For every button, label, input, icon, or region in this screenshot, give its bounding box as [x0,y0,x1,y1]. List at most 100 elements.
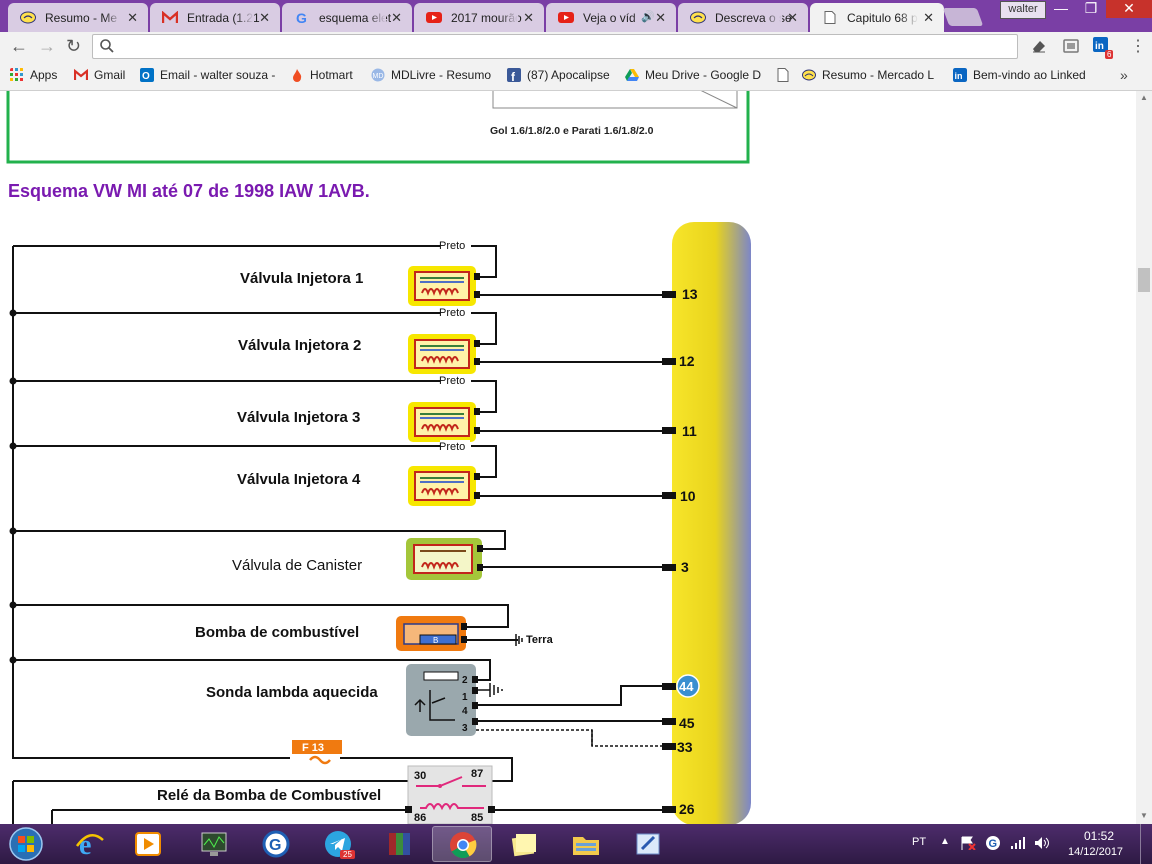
tab-0[interactable]: Resumo - Me ✕ [8,3,148,32]
close-icon[interactable]: ✕ [127,10,138,25]
profile-button[interactable]: walter [1000,1,1046,19]
bookmark-mercadolivre[interactable]: Resumo - Mercado L [802,68,934,82]
scrollbar-thumb[interactable] [1138,268,1150,292]
gmail-icon [162,11,178,23]
eraser-icon[interactable] [1030,37,1048,55]
more-bookmarks-icon[interactable]: » [1120,67,1128,83]
tray-expand-icon[interactable]: ▲ [940,836,950,847]
injector-4: Preto Válvula Injetora 4 10 [237,440,696,507]
page-content: Gol 1.6/1.8/2.0 e Parati 1.6/1.8/2.0 Esq… [0,91,1136,824]
pin-13-label: 13 [682,286,698,302]
chrome-icon [450,832,477,859]
apps-grid-icon [10,68,23,81]
injector-4-label: Válvula Injetora 4 [237,471,361,488]
network-signal-icon[interactable] [1010,836,1026,850]
back-icon[interactable]: ← [10,36,28,56]
svg-text:e: e [79,830,91,858]
taskbar-app-g[interactable]: G [246,826,306,862]
taskbar-ie[interactable]: e [60,826,120,862]
relay-terminal-87: 87 [471,768,483,780]
taskbar-monitor[interactable] [184,826,244,862]
tab-5[interactable]: Descreva o se ✕ [678,3,808,32]
bookmark-gmail[interactable]: Gmail [74,68,125,82]
svg-text:G: G [296,11,307,24]
address-bar[interactable] [92,34,1018,59]
action-center-flag-icon[interactable] [960,836,976,850]
taskbar-media-player[interactable] [118,826,178,862]
mercadolivre-icon [20,11,36,24]
bookmark-facebook[interactable]: f(87) Apocalipse [507,68,610,82]
tab-4[interactable]: Veja o víd 🔊 ✕ [546,3,676,32]
search-icon [100,39,114,53]
svg-text:f: f [511,70,516,82]
fuel-pump-label: Bomba de combustível [195,624,359,641]
scrollbar[interactable] [1136,91,1152,824]
clock-date[interactable]: 14/12/2017 [1068,846,1124,858]
document-editor-icon [636,833,660,855]
reload-icon[interactable]: ↻ [66,36,82,56]
performance-monitor-icon [201,832,227,856]
gmail-icon [74,68,88,80]
speaker-icon[interactable]: 🔊 [641,11,655,23]
taskbar-chrome[interactable] [432,826,492,862]
close-icon[interactable]: ✕ [787,10,798,25]
injector-3-ground-label: Preto [439,375,465,387]
injector-3: Preto Válvula Injetora 3 11 [237,374,697,443]
close-icon[interactable]: ✕ [259,10,270,25]
forward-icon[interactable]: → [38,36,56,56]
mercadolivre-icon [690,11,706,24]
bookmark-apps[interactable]: Apps [10,68,57,82]
injector-3-label: Válvula Injetora 3 [237,409,360,426]
close-icon[interactable]: ✕ [923,10,934,25]
bookmark-drive[interactable]: Meu Drive - Google D [625,68,761,82]
tab-6-active[interactable]: Capitulo 68 p ✕ [810,3,944,32]
clock-time[interactable]: 01:52 [1084,829,1115,843]
fuse-label: F 13 [302,742,324,754]
tab-2[interactable]: G esquema elet ✕ [282,3,412,32]
taskbar-winrar[interactable] [370,826,430,862]
fuel-pump-relay: 30 87 86 85 26 Relé da Bomba de Combustí… [157,765,695,824]
linkedin-extension-icon[interactable]: in [1093,37,1111,55]
scroll-down-icon[interactable]: ▼ [1140,811,1148,820]
start-button-icon[interactable] [6,826,46,862]
lambda-terminal-3: 3 [462,723,468,734]
close-icon[interactable]: ✕ [523,10,534,25]
internet-explorer-icon: e [75,830,104,858]
folder-icon [573,837,599,855]
drive-icon [625,69,639,81]
taskbar-explorer[interactable] [556,826,616,862]
tab-1[interactable]: Entrada (1.21 ✕ [150,3,280,32]
fuel-pump: B Terra Bomba de combustível [195,616,554,651]
close-icon[interactable]: ✕ [391,10,402,25]
lambda-terminal-1: 1 [462,692,468,703]
taskbar-telegram[interactable]: 25 [308,826,368,862]
pin-33-label: 33 [677,739,693,755]
cast-icon[interactable] [1062,37,1080,55]
tab-3[interactable]: 2017 mourão ✕ [414,3,544,32]
sync-app-icon[interactable]: G [985,835,1001,851]
menu-icon[interactable]: ⋮ [1130,38,1146,55]
new-tab-button[interactable] [942,8,984,26]
bookmark-page[interactable] [776,68,796,82]
pin-26-label: 26 [679,801,695,817]
show-desktop-button[interactable] [1140,824,1152,864]
taskbar-editor[interactable] [618,826,678,862]
taskbar-sticky-notes[interactable] [494,826,554,862]
toolbar: ← → ↻ in 6 ⋮ [0,32,1152,62]
window-close-button[interactable]: ✕ [1106,0,1152,18]
bookmark-hotmart[interactable]: Hotmart [290,68,353,82]
canister-valve: Válvula de Canister 3 [232,538,689,580]
lambda-terminal-4: 4 [462,706,468,717]
pin-44-label: 44 [679,679,694,694]
page-heading: Esquema VW MI até 07 de 1998 IAW 1AVB. [8,181,370,201]
language-indicator[interactable]: PT [912,836,927,848]
close-icon[interactable]: ✕ [655,10,666,25]
minimize-button[interactable]: — [1054,0,1068,16]
scroll-up-icon[interactable]: ▲ [1140,93,1148,102]
volume-icon[interactable] [1034,835,1050,851]
maximize-button[interactable]: ❐ [1084,0,1098,16]
pin-10-label: 10 [680,488,696,504]
